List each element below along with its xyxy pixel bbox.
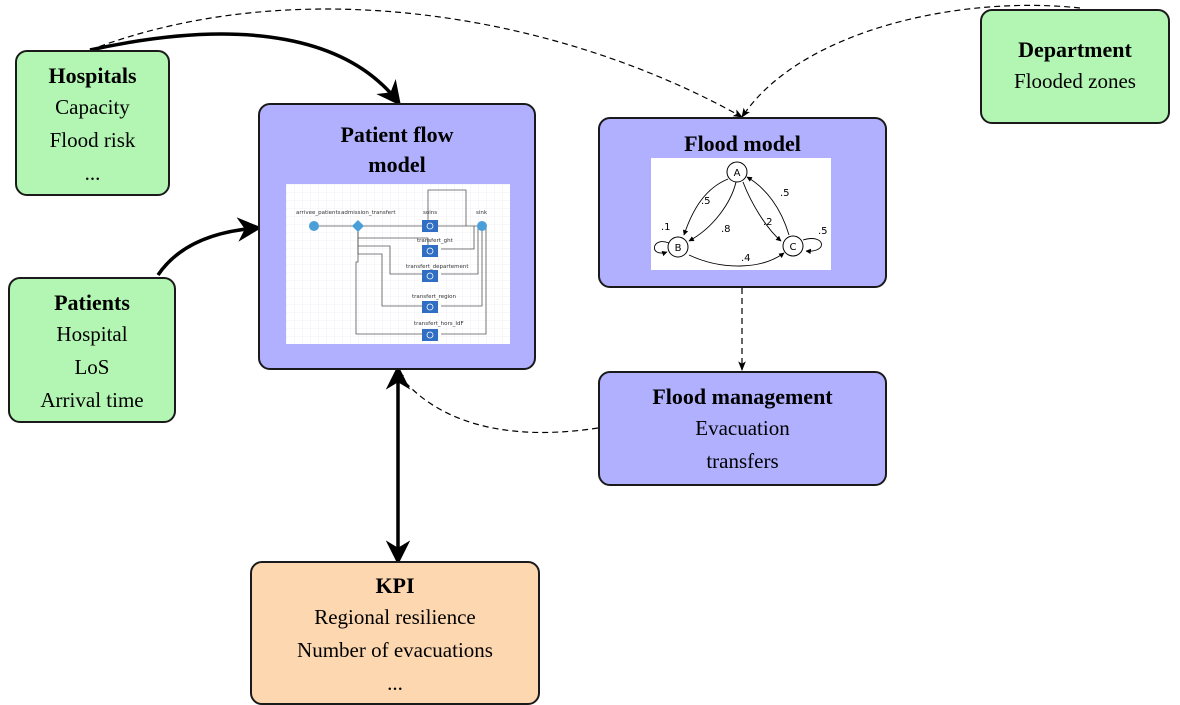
transfert-region-node-icon [422,301,438,313]
patients-title: Patients [54,290,130,315]
hospitals-line-capacity: Capacity [55,95,130,119]
sink-node-icon [477,221,487,231]
thumb-label-arrivals: arrivee_patients [296,210,341,216]
markov-state-b: B [675,243,682,254]
markov-prob-b-a: .5 [701,196,711,207]
transfert-ght-node-icon [422,245,438,257]
flood-management-title: Flood management [652,384,833,409]
thumb-label-soins: soins [423,210,437,216]
flood-model-markov-graph: A B C .1 .5 .8 .2 .5 .5 .4 [651,158,831,270]
arrivals-node-icon [309,221,319,231]
department-line-flooded-zones: Flooded zones [1014,69,1136,93]
hospitals-line-flood-risk: Flood risk [49,128,136,152]
thumb-label-transfert-hors-idf: transfert_hors_IdF [414,321,464,327]
flood-model-title: Flood model [684,131,801,156]
patient-flow-model-box: Patient flow model [258,103,536,370]
transfert-hors-idf-node-icon [422,329,438,341]
admission-node-icon [352,220,364,232]
patients-line-hospital: Hospital [56,322,128,346]
patients-line-arrival-time: Arrival time [40,388,144,412]
thumb-label-transfert-departement: transfert_departement [406,264,469,270]
patient-flow-thumbnail-svg: arrivee_patients admission_transfert soi… [286,184,510,344]
flood-management-line-transfers: transfers [706,449,779,473]
patient-flow-title-line1: Patient flow [340,122,454,147]
flood-model-box: Flood model [598,117,887,288]
arrow-flood-management-to-patient-flow [395,370,599,434]
arrow-department-to-flood-model [741,4,1081,118]
thumb-label-transfert-ght: transfert_ght [417,238,454,244]
flood-management-box: Flood management Evacuation transfers [598,371,887,486]
flood-management-line-evacuation: Evacuation [695,416,790,440]
markov-prob-b-c: .4 [741,253,751,264]
markov-state-c: C [790,242,797,253]
patients-box: Patients Hospital LoS Arrival time [8,277,176,423]
patients-line-los: LoS [74,355,110,379]
markov-prob-c-a: .5 [780,188,790,199]
hospitals-title: Hospitals [48,63,137,88]
thumb-label-transfert-region: transfert_region [412,294,457,300]
markov-prob-b-b: .1 [661,222,671,233]
markov-state-a: A [734,168,741,179]
kpi-title: KPI [375,573,415,598]
kpi-line-number-of-evacuations: Number of evacuations [297,638,493,662]
arrow-patients-to-patient-flow [156,217,262,276]
markov-prob-c-c: .5 [818,226,828,237]
kpi-box: KPI Regional resilience Number of evacua… [250,561,540,705]
hospitals-box: Hospitals Capacity Flood risk ... [15,50,170,196]
markov-prob-a-c: .2 [763,217,773,228]
transfert-departement-node-icon [422,270,438,282]
soins-node-icon [422,220,438,232]
department-box: Department Flooded zones [980,9,1170,124]
markov-graph-svg: A B C .1 .5 .8 .2 .5 .5 .4 [654,161,828,267]
kpi-line-more: ... [387,671,403,695]
arrow-hospitals-to-patient-flow [89,32,402,106]
kpi-line-regional-resilience: Regional resilience [314,605,476,629]
arrow-hospitals-to-flood-model [89,8,743,118]
thumb-label-admission: admission_transfert [341,210,396,216]
markov-prob-a-b: .8 [721,224,731,235]
patient-flow-thumbnail: arrivee_patients admission_transfert soi… [286,184,510,344]
patient-flow-title-line2: model [368,152,426,177]
department-title: Department [1018,37,1132,62]
thumb-label-sink: sink [476,210,488,216]
hospitals-line-more: ... [84,161,101,185]
